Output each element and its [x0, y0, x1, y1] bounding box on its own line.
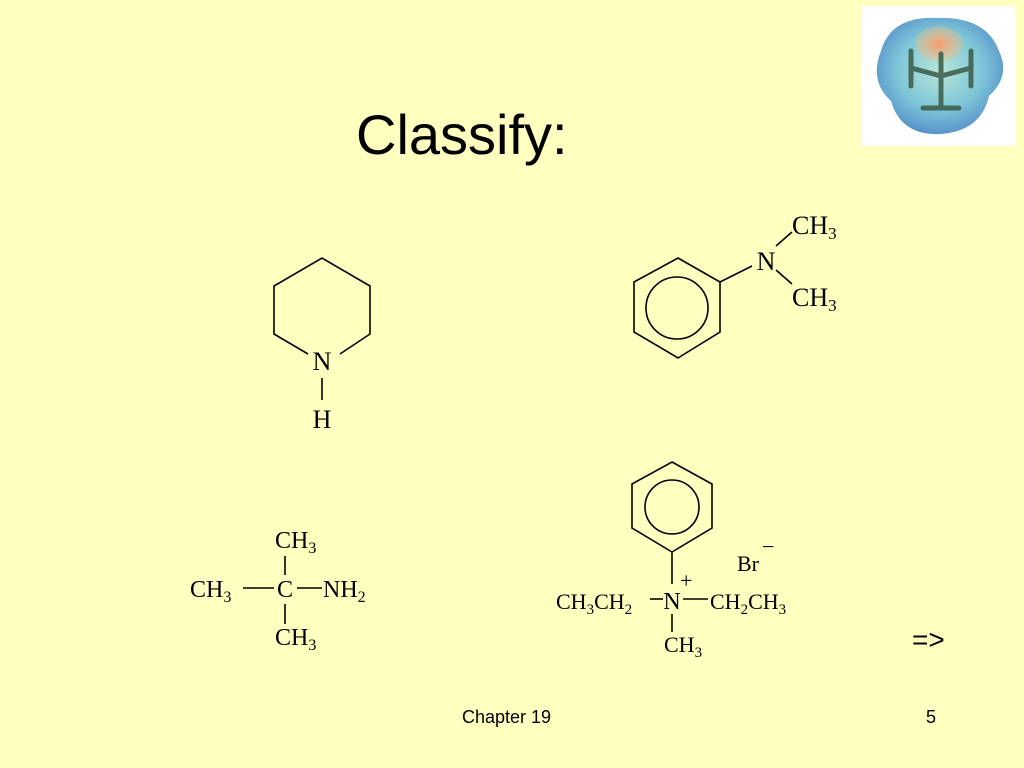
ethyl-left: CH3CH2	[556, 589, 632, 618]
electrostatic-potential-map-icon	[861, 6, 1016, 146]
ammonium-salt-structure: CH3CH2 N + CH2CH3 CH3 Br −	[556, 461, 786, 661]
next-slide-link[interactable]: =>	[912, 624, 945, 655]
phenyl-ring	[631, 461, 713, 553]
n-methyl-bottom-bond	[775, 269, 793, 285]
aromatic-circle	[645, 276, 709, 340]
methyl-bottom: CH3	[792, 283, 837, 315]
n-methyl-top-bond	[775, 231, 793, 247]
page-number: 5	[926, 707, 937, 727]
methyl-top: CH3	[792, 211, 837, 243]
quaternary-nitrogen: N	[663, 589, 680, 615]
tert-butylamine-structure: CH3 CH3 C NH2 CH3	[190, 528, 366, 654]
amino-group: NH2	[323, 577, 366, 606]
methyl-bottom: CH3	[275, 625, 316, 654]
piperidine-ring	[273, 257, 371, 355]
positive-charge: +	[680, 568, 692, 593]
methyl-left: CH3	[190, 577, 231, 606]
slide-title: Classify:	[356, 103, 568, 166]
aromatic-circle	[644, 479, 700, 535]
dimethylaniline-structure: N CH3 CH3	[633, 211, 837, 359]
footer-chapter: Chapter 19	[462, 707, 552, 727]
bromide-ion: Br	[737, 551, 760, 576]
negative-charge: −	[762, 534, 774, 559]
amine-nitrogen: N	[757, 247, 776, 276]
piperidine-structure: N H	[273, 257, 371, 434]
methyl-bottom: CH3	[664, 632, 702, 661]
benzene-ring	[633, 257, 721, 359]
ethyl-right: CH2CH3	[710, 589, 786, 618]
central-carbon: C	[277, 577, 293, 603]
piperidine-nitrogen: N	[313, 347, 332, 376]
ring-n-bond	[719, 265, 753, 283]
piperidine-hydrogen: H	[313, 405, 332, 434]
methyl-top: CH3	[275, 528, 316, 557]
